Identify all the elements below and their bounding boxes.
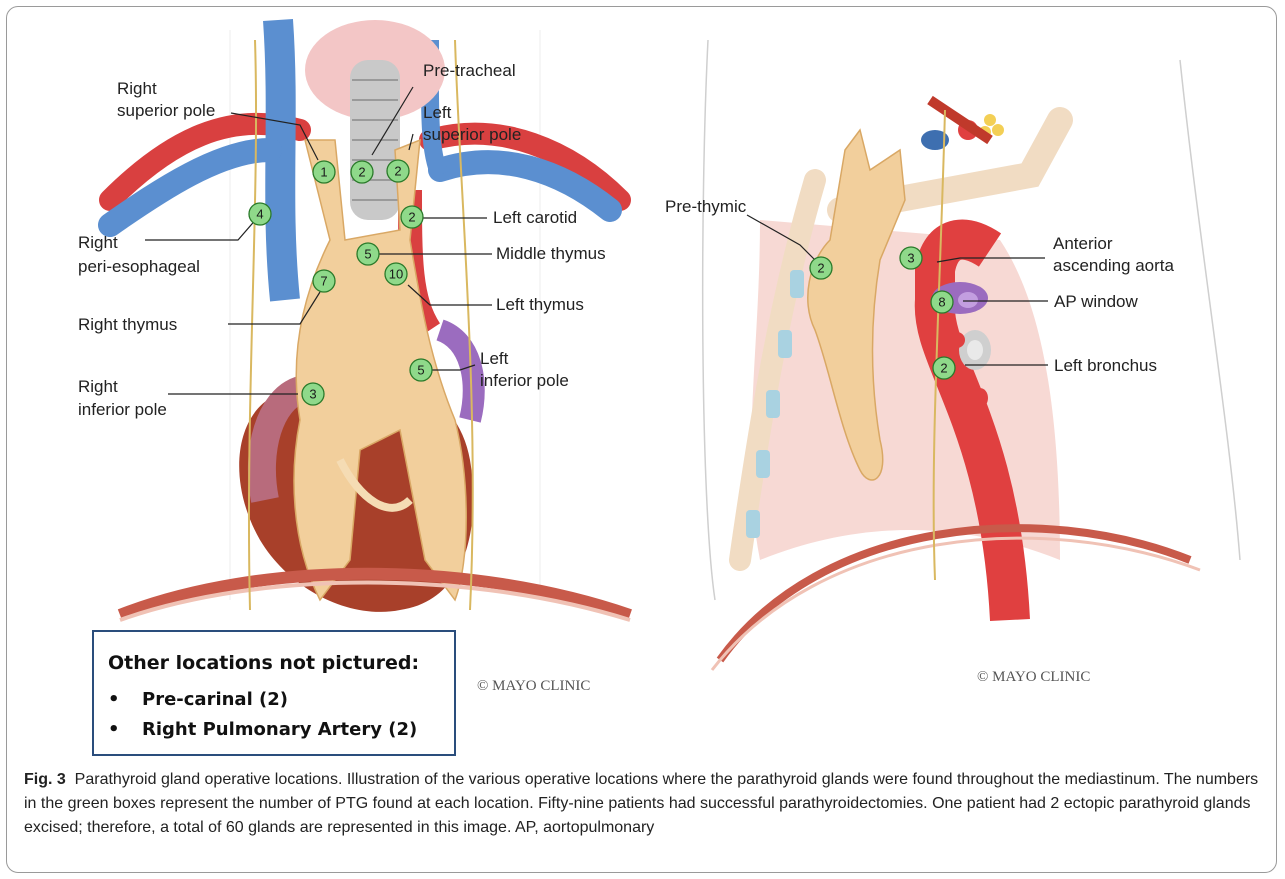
count-left-carotid: 2 [408,210,415,225]
count-badge-left-superior-pole: 2 [387,160,409,182]
right-anatomy-drawing [703,40,1240,670]
label-left-carotid: Left carotid [493,208,577,227]
label-left-bronchus: Left bronchus [1054,356,1157,375]
label-left-superior-pole-line1: Left [423,103,452,122]
legend-bullet: • [108,685,142,715]
count-badge-left-thymus: 10 [385,263,407,285]
label-pre-tracheal: Pre-tracheal [423,61,516,80]
count-badge-pre-tracheal: 2 [351,161,373,183]
count-left-inferior-pole: 5 [417,363,424,378]
count-pre-thymic: 2 [817,261,824,276]
count-badge-anterior-ascending-aorta: 3 [900,247,922,269]
count-middle-thymus: 5 [364,247,371,262]
count-badge-middle-thymus: 5 [357,243,379,265]
count-right-superior-pole: 1 [320,165,327,180]
count-left-superior-pole: 2 [394,164,401,179]
count-badge-right-thymus: 7 [313,270,335,292]
legend-item-label: Pre-carinal (2) [142,689,288,710]
count-right-peri-esophageal: 4 [256,207,263,222]
legend-list: •Pre-carinal (2) •Right Pulmonary Artery… [108,685,417,745]
label-left-superior-pole-line2: superior pole [423,125,521,144]
count-right-thymus: 7 [320,274,327,289]
count-badge-pre-thymic: 2 [810,257,832,279]
count-right-inferior-pole: 3 [309,387,316,402]
watermark-left: © MAYO CLINIC [477,678,590,694]
label-left-inferior-pole-line2: inferior pole [480,371,569,390]
count-badge-ap-window: 8 [931,291,953,313]
count-badge-right-superior-pole: 1 [313,161,335,183]
legend-item-label: Right Pulmonary Artery (2) [142,719,417,740]
legend-item: •Pre-carinal (2) [108,685,417,715]
count-badge-left-bronchus: 2 [933,357,955,379]
label-right-thymus: Right thymus [78,315,177,334]
label-middle-thymus: Middle thymus [496,244,606,263]
label-right-peri-esophageal-line2: peri-esophageal [78,257,200,276]
legend-bullet: • [108,715,142,745]
legend-title: Other locations not pictured: [108,652,419,674]
label-right-peri-esophageal-line1: Right [78,233,118,252]
label-anterior-ascending-aorta-line1: Anterior [1053,234,1113,253]
count-left-bronchus: 2 [940,361,947,376]
watermark-right: © MAYO CLINIC [977,669,1090,685]
label-pre-thymic: Pre-thymic [665,197,747,216]
label-anterior-ascending-aorta-line2: ascending aorta [1053,256,1175,275]
figure-caption: Fig. 3 Parathyroid gland operative locat… [24,768,1264,840]
count-anterior-ascending-aorta: 3 [907,251,914,266]
count-left-thymus: 10 [389,267,403,282]
label-right-inferior-pole-line2: inferior pole [78,400,167,419]
figure-label: Fig. 3 [24,771,66,788]
other-locations-legend: Other locations not pictured: •Pre-carin… [92,630,456,756]
label-left-thymus: Left thymus [496,295,584,314]
body-outline [703,40,715,600]
right-jugular-vein [278,20,285,300]
label-right-superior-pole-line1: Right [117,79,157,98]
count-badge-left-carotid: 2 [401,206,423,228]
label-right-inferior-pole-line1: Right [78,377,118,396]
count-pre-tracheal: 2 [358,165,365,180]
count-ap-window: 8 [938,295,945,310]
count-badge-right-inferior-pole: 3 [302,383,324,405]
label-ap-window: AP window [1054,292,1139,311]
caption-text: Parathyroid gland operative locations. I… [24,771,1258,836]
count-badge-right-peri-esophageal: 4 [249,203,271,225]
label-left-inferior-pole-line1: Left [480,349,509,368]
legend-item: •Right Pulmonary Artery (2) [108,715,417,745]
count-badge-left-inferior-pole: 5 [410,359,432,381]
label-right-superior-pole-line2: superior pole [117,101,215,120]
